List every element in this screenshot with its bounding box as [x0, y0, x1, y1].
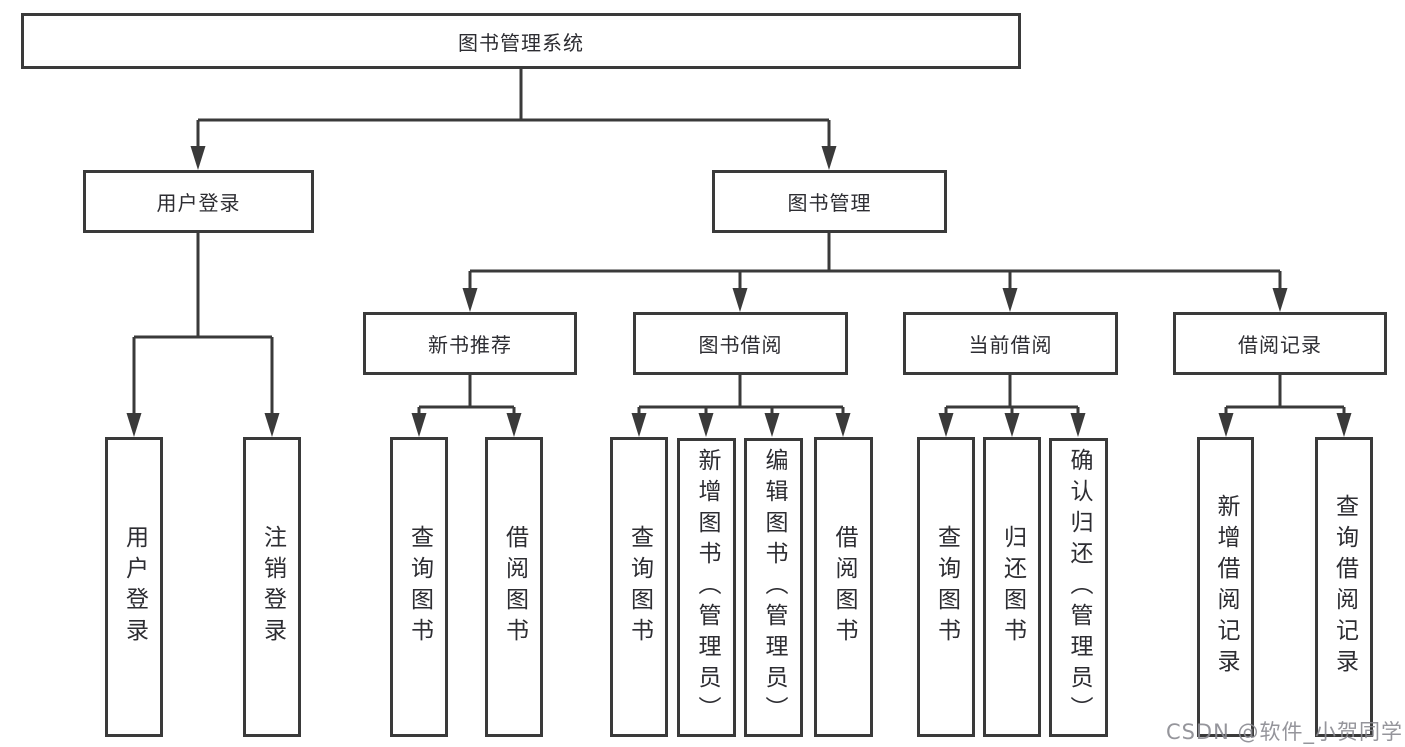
node-book-management-label: 图书管理 — [787, 191, 872, 215]
node-root: 图书管理系统 — [21, 13, 1021, 69]
leaf-query-books-current: 查询图书 — [917, 437, 975, 737]
node-book-management: 图书管理 — [712, 170, 947, 233]
node-root-label: 图书管理系统 — [458, 30, 584, 55]
leaf-logout: 注销登录 — [243, 437, 301, 737]
leaf-query-books-current-label: 查询图书 — [933, 525, 960, 649]
leaf-confirm-return-admin-label: 确认归还（管理员） — [1066, 448, 1092, 727]
leaf-borrow-books-recommend-label: 借阅图书 — [501, 525, 528, 649]
node-book-borrow-label: 图书借阅 — [698, 333, 783, 357]
leaf-query-books-borrow-label: 查询图书 — [626, 525, 653, 649]
leaf-borrow-books-borrow: 借阅图书 — [814, 437, 873, 737]
leaf-return-book-label: 归还图书 — [999, 525, 1026, 649]
leaf-query-borrow-record: 查询借阅记录 — [1315, 437, 1373, 737]
node-borrow-records-label: 借阅记录 — [1238, 333, 1322, 357]
leaf-user-login-label: 用户登录 — [121, 525, 148, 649]
leaf-query-books-borrow: 查询图书 — [610, 437, 668, 737]
node-current-borrow: 当前借阅 — [903, 312, 1118, 375]
node-current-borrow-label: 当前借阅 — [968, 333, 1053, 357]
leaf-edit-book-admin: 编辑图书（管理员） — [744, 438, 803, 737]
leaf-add-borrow-record-label: 新增借阅记录 — [1213, 494, 1239, 680]
node-book-borrow: 图书借阅 — [633, 312, 848, 375]
node-user-login-label: 用户登录 — [156, 191, 241, 215]
node-new-book-recommend: 新书推荐 — [363, 312, 577, 375]
leaf-query-books-recommend: 查询图书 — [390, 437, 448, 737]
csdn-watermark: CSDN @软件_小贺同学 — [1165, 720, 1403, 744]
leaf-borrow-books-recommend: 借阅图书 — [485, 437, 543, 737]
leaf-query-borrow-record-label: 查询借阅记录 — [1331, 494, 1358, 680]
node-new-book-recommend-label: 新书推荐 — [428, 333, 512, 357]
leaf-add-book-admin: 新增图书（管理员） — [677, 438, 736, 737]
leaf-borrow-books-borrow-label: 借阅图书 — [831, 525, 857, 649]
leaf-add-book-admin-label: 新增图书（管理员） — [694, 448, 720, 727]
node-user-login: 用户登录 — [83, 170, 314, 233]
leaf-confirm-return-admin: 确认归还（管理员） — [1049, 438, 1108, 737]
leaf-return-book: 归还图书 — [983, 437, 1041, 737]
leaf-logout-label: 注销登录 — [259, 525, 286, 649]
leaf-add-borrow-record: 新增借阅记录 — [1197, 437, 1254, 737]
leaf-query-books-recommend-label: 查询图书 — [406, 525, 433, 649]
leaf-user-login: 用户登录 — [105, 437, 163, 737]
leaf-edit-book-admin-label: 编辑图书（管理员） — [761, 448, 787, 727]
node-borrow-records: 借阅记录 — [1173, 312, 1387, 375]
